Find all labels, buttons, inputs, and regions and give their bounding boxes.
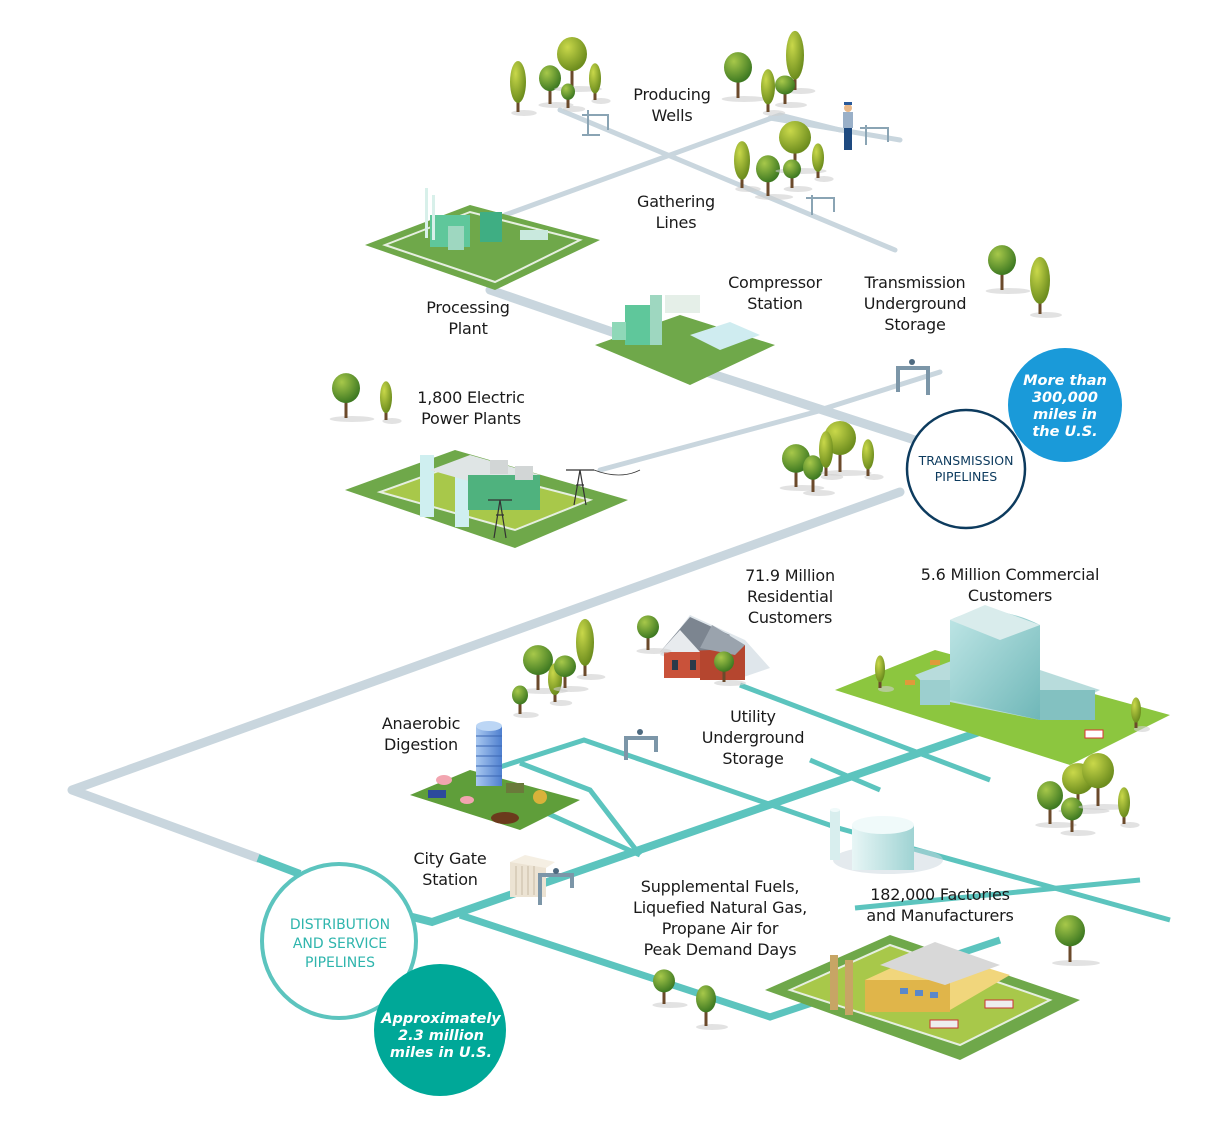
wellhead-icon-2 bbox=[860, 125, 889, 145]
tree-icon bbox=[783, 159, 813, 192]
transmission-storage-valve-icon bbox=[896, 366, 930, 395]
wellhead-icon bbox=[582, 110, 609, 136]
label-power-plants: 1,800 Electric Power Plants bbox=[417, 388, 525, 428]
tree-icon bbox=[1035, 781, 1077, 828]
label-utility-storage: Utility Underground Storage bbox=[701, 707, 805, 768]
tree-icon bbox=[721, 52, 767, 102]
label-residential: 71.9 Million Residential Customers bbox=[745, 566, 835, 627]
tree-icon bbox=[538, 65, 574, 108]
factory-illustration bbox=[765, 935, 1080, 1060]
label-commercial: 5.6 Million Commercial Customers bbox=[920, 565, 1100, 605]
transmission-storage-branch bbox=[817, 369, 943, 413]
distribution-main-a bbox=[256, 854, 302, 878]
tree-icon bbox=[1118, 787, 1140, 828]
city-gate-station-illustration bbox=[510, 855, 574, 905]
transmission-ring bbox=[905, 408, 1027, 530]
tree-icon bbox=[636, 615, 672, 654]
label-factories: 182,000 Factories and Manufacturers bbox=[866, 885, 1014, 925]
transmission-hub-title: TRANSMISSION PIPELINES bbox=[918, 453, 1014, 484]
tree-icon bbox=[696, 985, 728, 1030]
tree-icon bbox=[1060, 797, 1096, 836]
transmission-stat-bubble bbox=[1008, 348, 1122, 462]
label-anaerobic: Anaerobic Digestion bbox=[381, 714, 461, 754]
tree-icon bbox=[714, 651, 746, 686]
distribution-stat-bubble bbox=[374, 964, 506, 1096]
lng-storage-illustration bbox=[830, 808, 943, 874]
utility-valve-wheel-icon bbox=[637, 729, 643, 735]
distribution-stat-text: Approximately 2.3 million miles in U.S. bbox=[381, 1011, 501, 1061]
service-line-storage-a bbox=[474, 737, 839, 831]
tree-icon bbox=[1131, 697, 1150, 732]
transmission-hub bbox=[905, 348, 1122, 530]
tree-icon bbox=[761, 69, 786, 116]
transmission-stat-text: More than 300,000 miles in the U.S. bbox=[1023, 373, 1107, 440]
compressor-station-illustration bbox=[595, 295, 775, 385]
label-city-gate: City Gate Station bbox=[413, 849, 487, 889]
tree-icon bbox=[819, 431, 844, 480]
tree-icon bbox=[561, 83, 586, 112]
service-line-factories-c bbox=[854, 877, 1141, 911]
tree-icon bbox=[786, 30, 816, 94]
trees bbox=[329, 30, 1150, 1030]
utility-storage-valve-icon bbox=[624, 736, 658, 760]
label-producing-wells: Producing Wells bbox=[633, 85, 711, 125]
tree-icon bbox=[576, 618, 606, 680]
power-plant-branch bbox=[597, 405, 833, 473]
anaerobic-digestion-illustration bbox=[410, 721, 580, 830]
tree-icon bbox=[803, 455, 835, 496]
transmission-tower-icon-2 bbox=[488, 499, 512, 539]
mainline-compressor-to-hub bbox=[695, 365, 935, 450]
tree-icon bbox=[985, 245, 1031, 294]
tree-icon bbox=[1078, 752, 1130, 810]
tractor-icon bbox=[533, 790, 547, 804]
gathering-line-a bbox=[557, 107, 898, 253]
tree-icon bbox=[1030, 256, 1062, 318]
tree-icon bbox=[553, 655, 589, 692]
tree-icon bbox=[329, 373, 375, 422]
label-transmission-storage: Transmission Underground Storage bbox=[863, 273, 967, 334]
tree-icon bbox=[862, 439, 884, 480]
tree-icon bbox=[754, 155, 794, 200]
valve-wheel-icon bbox=[909, 359, 915, 365]
distribution-ring bbox=[260, 862, 418, 1020]
tree-icon bbox=[510, 61, 537, 116]
service-line-digestion bbox=[538, 807, 642, 858]
service-line-factories-b bbox=[809, 757, 881, 793]
distribution-hub bbox=[260, 862, 506, 1096]
tree-icon bbox=[875, 655, 894, 692]
commercial-building-illustration bbox=[835, 605, 1170, 765]
wellhead-icon-3 bbox=[806, 195, 835, 215]
tree-icon bbox=[812, 143, 834, 182]
transmission-tower-icon bbox=[566, 469, 594, 506]
tree-icon bbox=[380, 381, 402, 424]
tree-icon bbox=[512, 685, 539, 718]
label-processing-plant: Processing Plant bbox=[426, 298, 510, 338]
mainline-hub-to-distribution bbox=[67, 487, 905, 863]
power-plant-illustration bbox=[345, 450, 641, 548]
producing-well-icons bbox=[582, 110, 889, 215]
processing-plant-illustration bbox=[365, 188, 600, 290]
tree-icon bbox=[1052, 915, 1100, 966]
tree-icon bbox=[734, 141, 761, 192]
service-line-residential bbox=[739, 682, 991, 783]
label-compressor-station: Compressor Station bbox=[728, 273, 822, 313]
transmission-pipelines bbox=[67, 107, 943, 863]
worker-figure bbox=[843, 102, 853, 150]
tree-icon bbox=[775, 75, 807, 108]
tree-icon bbox=[652, 969, 688, 1008]
tree-icon bbox=[589, 63, 611, 104]
distribution-hub-title: DISTRIBUTION AND SERVICE PIPELINES bbox=[289, 917, 391, 971]
label-gathering-lines: Gathering Lines bbox=[637, 192, 715, 232]
valve-icon bbox=[538, 873, 574, 905]
label-supplemental-fuels: Supplemental Fuels, Liquefied Natural Ga… bbox=[633, 877, 807, 959]
pig-icon bbox=[436, 775, 452, 785]
pig-icon-2 bbox=[460, 796, 474, 804]
service-line-storage-b bbox=[519, 760, 642, 857]
